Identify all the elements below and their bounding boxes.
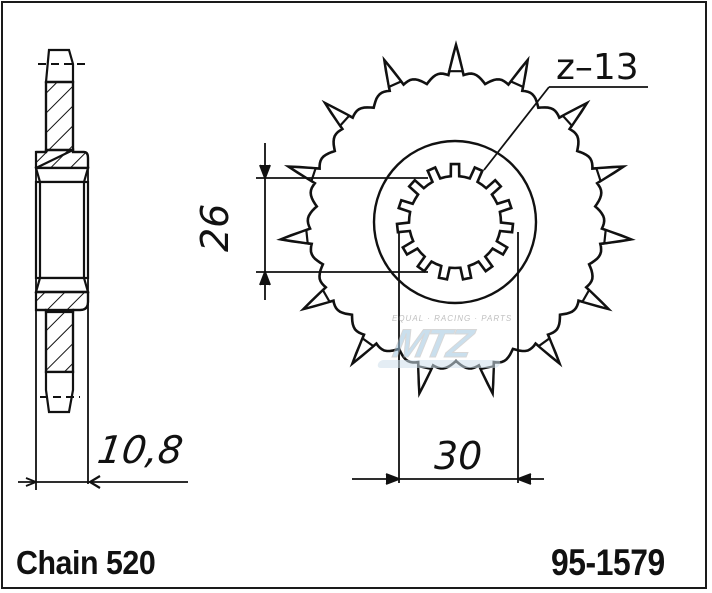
tooth-tip <box>594 165 624 183</box>
dimension-thickness: 10,8 <box>94 428 186 472</box>
tooth-tip <box>478 364 495 394</box>
dimension-spline-diameter: 26 <box>193 203 237 252</box>
tooth-tip <box>447 44 465 73</box>
spline-bore <box>395 162 515 281</box>
tooth-tip <box>561 100 591 128</box>
hub-circle <box>372 139 538 305</box>
tooth-tip <box>321 100 351 128</box>
tooth-tip <box>536 336 561 365</box>
chain-size-label: Chain 520 <box>16 544 156 581</box>
side-section-view <box>18 48 188 490</box>
tooth-tip <box>383 59 403 89</box>
teeth-count-label: z–13 <box>556 47 639 88</box>
tooth-tip <box>603 228 632 245</box>
part-number: 95-1579 <box>551 542 665 583</box>
tooth-tip <box>280 228 309 245</box>
dimension-hub-width: 30 <box>434 434 483 478</box>
tooth-tip <box>302 288 332 311</box>
tooth-tip <box>288 165 318 183</box>
tooth-tip <box>351 336 376 365</box>
tooth-tip <box>509 59 529 89</box>
tooth-tip <box>580 288 610 311</box>
tooth-tip <box>417 364 434 394</box>
front-view <box>256 40 648 485</box>
